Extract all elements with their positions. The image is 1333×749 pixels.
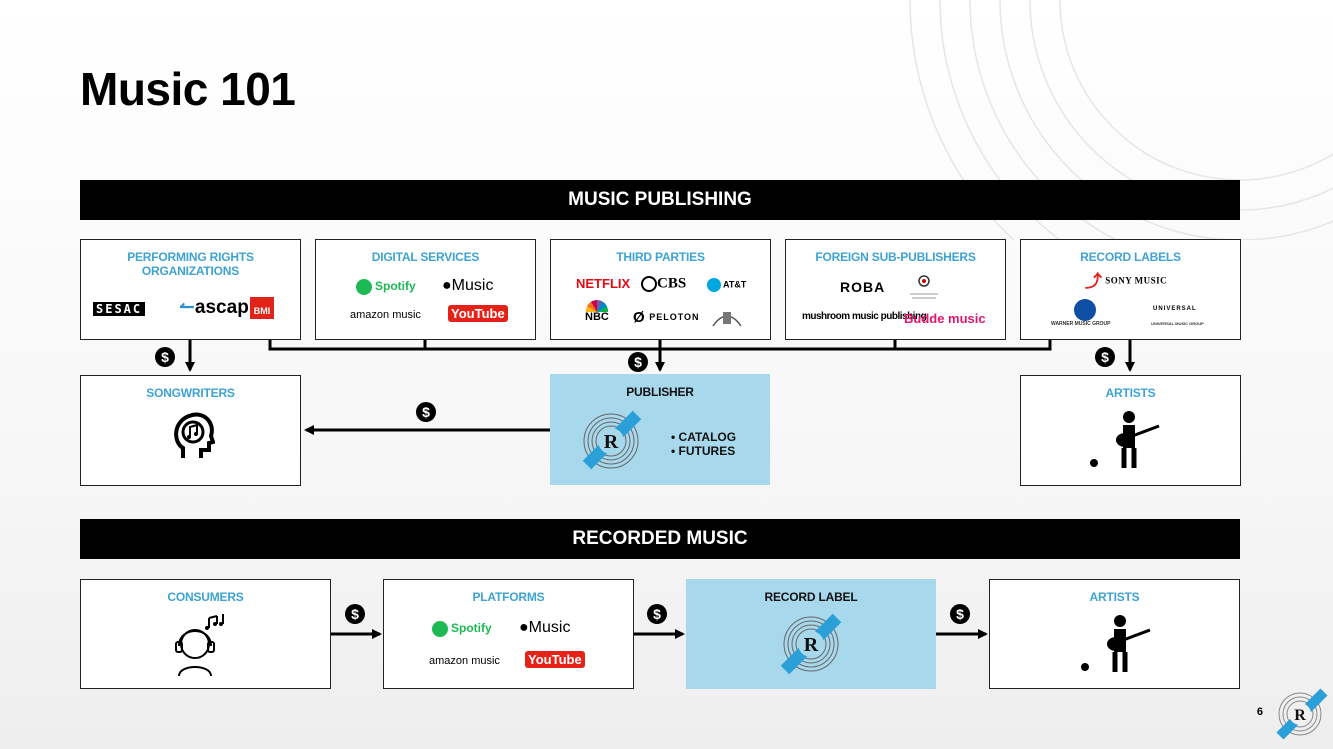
songwriters-box: SONGWRITERS <box>80 375 301 486</box>
artists-box: ARTISTS <box>1020 375 1241 486</box>
corner-logo-icon: R <box>1276 688 1328 740</box>
consumers-header: CONSUMERS <box>167 590 244 604</box>
nbc-peacock-icon <box>585 300 608 312</box>
pro-box: PERFORMING RIGHTS ORGANIZATIONS SESAC ↼a… <box>80 239 301 340</box>
amazon-music-logo: amazon music <box>429 655 500 667</box>
budde-music-logo: Budde music <box>904 311 986 326</box>
record-label-header: RECORD LABEL <box>764 590 858 604</box>
spotify-logo: Spotify <box>432 621 492 637</box>
cbs-logo: CBS <box>641 276 686 292</box>
recorded-music-bar: RECORDED MUSIC <box>80 519 1240 559</box>
third-parties-header: THIRD PARTIES <box>616 250 705 264</box>
company-logo-icon: R <box>780 613 842 675</box>
record-labels-header: RECORD LABELS <box>1080 250 1181 264</box>
amazon-music-logo: amazon music <box>350 309 421 321</box>
apple-icon: ● <box>442 277 452 294</box>
svg-text:R: R <box>804 634 819 656</box>
money-icon: $ <box>628 352 648 372</box>
artists-header: ARTISTS <box>1105 386 1156 400</box>
pro-header: PERFORMING RIGHTS ORGANIZATIONS <box>127 250 254 278</box>
music-publishing-bar: MUSIC PUBLISHING <box>80 180 1240 220</box>
youtube-logo: YouTube <box>525 651 585 668</box>
publisher-header: PUBLISHER <box>626 385 694 399</box>
record-label-box: RECORD LABEL R <box>686 579 936 689</box>
record-labels-box: RECORD LABELS ⤴ SONY MUSIC WARNER MUSIC … <box>1020 239 1241 340</box>
head-music-icon <box>174 412 215 458</box>
company-logo-icon: R <box>582 410 642 470</box>
digital-services-header: DIGITAL SERVICES <box>371 250 480 264</box>
att-logo: AT&T <box>707 278 746 292</box>
guitarist-icon <box>1090 411 1160 468</box>
publisher-bullets: • CATALOG • FUTURES <box>671 430 736 458</box>
roba-logo: ROBA <box>840 279 886 295</box>
recorded-artists-box: ARTISTS <box>989 579 1240 689</box>
consumers-box: CONSUMERS <box>80 579 331 689</box>
money-icon: $ <box>950 604 970 624</box>
recorded-artists-header: ARTISTS <box>1089 590 1140 604</box>
platforms-box: PLATFORMS Spotify ●Music amazon music Yo… <box>383 579 634 689</box>
publisher-box: PUBLISHER R • CATALOG • FUTURES <box>550 374 770 485</box>
netflix-logo: NETFLIX <box>576 276 631 291</box>
money-icon: $ <box>345 604 365 624</box>
bullet-item: • CATALOG <box>671 430 737 444</box>
headphones-listener-icon <box>175 614 224 677</box>
apple-icon: ● <box>519 619 529 636</box>
decorative-arcs <box>909 0 1333 240</box>
page-title: Music 101 <box>80 63 296 115</box>
spotify-logo: Spotify <box>356 279 416 295</box>
songwriters-header: SONGWRITERS <box>146 386 235 400</box>
sesac-logo: SESAC <box>93 302 146 316</box>
universal-logo: UNIVERSAL <box>1153 306 1197 312</box>
money-icon: $ <box>416 402 436 422</box>
apple-music-logo: ●Music <box>442 277 494 294</box>
nbc-logo: NBC <box>585 300 609 323</box>
sub-publisher-emblem <box>906 272 942 300</box>
warner-logo-icon <box>1074 299 1096 321</box>
peloton-logo: Ø PELOTON <box>633 309 700 326</box>
foreign-sub-publishers-box: FOREIGN SUB-PUBLISHERS ROBA mushroom mus… <box>785 239 1006 340</box>
money-icon: $ <box>155 347 175 367</box>
ascap-logo: ↼ascap <box>179 297 249 318</box>
third-parties-box: THIRD PARTIES NETFLIX CBS AT&T NBC Ø PEL… <box>550 239 771 340</box>
bullet-item: • FUTURES <box>671 444 736 458</box>
bmi-logo: BMI <box>250 297 274 319</box>
platforms-header: PLATFORMS <box>472 590 545 604</box>
universal-music-group-label: UNIVERSAL MUSIC GROUP <box>1151 321 1204 326</box>
svg-text:R: R <box>1294 707 1306 724</box>
disney-logo <box>711 304 743 328</box>
sony-music-logo: ⤴ SONY MUSIC <box>1085 272 1168 291</box>
page-number: 6 <box>1256 706 1263 718</box>
svg-text:R: R <box>604 431 619 453</box>
guitarist-icon <box>1081 615 1151 672</box>
apple-music-logo: ●Music <box>519 619 571 636</box>
digital-services-box: DIGITAL SERVICES Spotify ●Music amazon m… <box>315 239 536 340</box>
money-icon: $ <box>647 604 667 624</box>
youtube-logo: YouTube <box>448 305 508 322</box>
money-icon: $ <box>1095 347 1115 367</box>
warner-music-group-label: WARNER MUSIC GROUP <box>1051 321 1111 327</box>
foreign-header: FOREIGN SUB-PUBLISHERS <box>815 250 976 264</box>
mushroom-logo: mushroom music publishing <box>802 311 927 322</box>
